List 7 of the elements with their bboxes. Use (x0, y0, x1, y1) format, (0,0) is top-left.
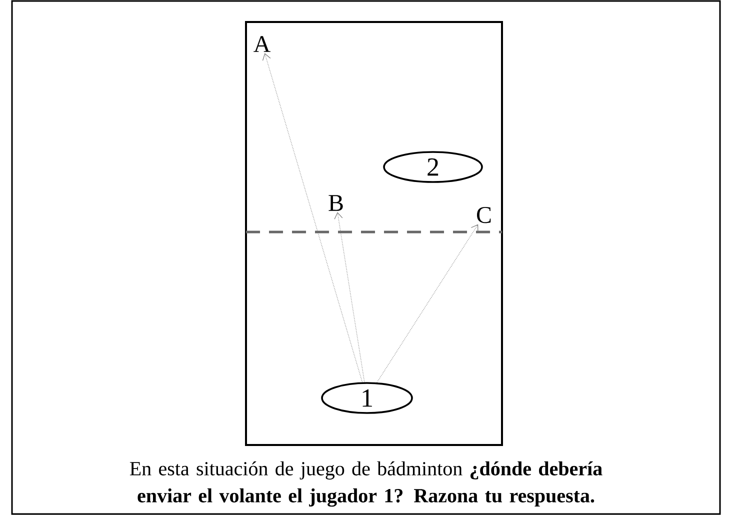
target-label: C (476, 206, 491, 224)
arrow (334, 212, 365, 382)
caption-text: En esta situación de juego de bádminton ¿dónde debería enviar el volante el jugador 1? Razona tu respuesta. (130, 461, 602, 507)
target-label: A (254, 36, 270, 52)
arrow (262, 53, 363, 382)
arrow (376, 224, 478, 383)
target-label: B (328, 195, 343, 211)
